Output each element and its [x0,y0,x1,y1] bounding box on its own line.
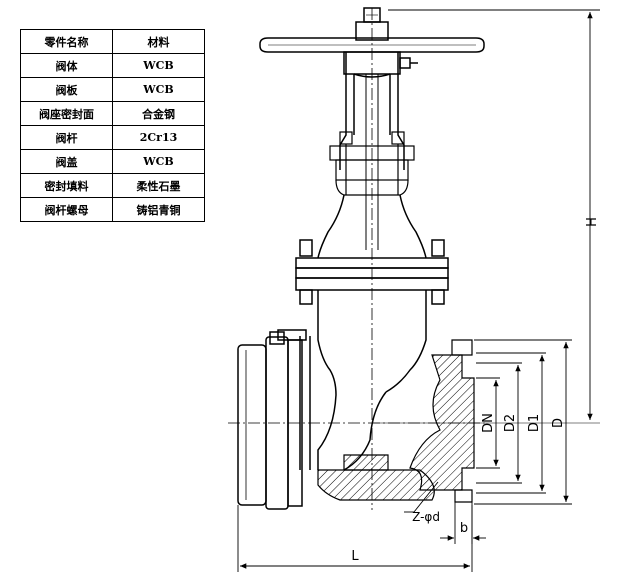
dimension-lines [237,9,600,572]
materials-row: 阀杆 2Cr13 [20,125,205,150]
header-part-name: 零件名称 [20,29,113,54]
dimension-d2-label: D2 [503,414,518,432]
material-cell: 柔性石墨 [112,173,205,198]
material-cell: 铸铝青铜 [112,197,205,222]
part-name-cell: 阀座密封面 [20,101,113,126]
materials-row: 密封填料 柔性石墨 [20,173,205,198]
header-material: 材料 [112,29,205,54]
part-name-cell: 阀杆螺母 [20,197,113,222]
material-cell: WCB [112,77,205,102]
materials-row: 阀板 WCB [20,77,205,102]
part-name-cell: 阀盖 [20,149,113,174]
dimension-dn-label: DN [481,413,496,433]
dimension-d-label: D [551,418,566,428]
materials-row: 阀座密封面 合金钢 [20,101,205,126]
dimension-d1-label: D1 [527,414,542,432]
material-cell: WCB [112,149,205,174]
materials-row: 阀盖 WCB [20,149,205,174]
material-cell: WCB [112,53,205,78]
valve-body [299,290,427,471]
dimension-l-label: L [351,549,359,564]
gland-bolts [329,131,415,196]
centerlines [228,8,485,510]
part-name-cell: 密封填料 [20,173,113,198]
dimension-h-label: H [585,217,600,227]
part-name-cell: 阀杆 [20,125,113,150]
bonnet [295,194,449,305]
flange-thickness-label: b [460,521,468,536]
materials-table: 零件名称 材料 阀体 WCB 阀板 WCB 阀座密封面 合金钢 阀杆 2Cr13… [20,29,205,222]
material-cell: 合金钢 [112,101,205,126]
material-cell: 2Cr13 [112,125,205,150]
handwheel [259,7,485,53]
materials-header-row: 零件名称 材料 [20,29,205,54]
dimension-labels: H L DN D2 D1 D Z-φd b [351,217,600,564]
left-flange [237,329,307,510]
right-body-section [317,339,475,503]
bolt-hole-label: Z-φd [412,510,440,524]
valve-stem [365,74,379,250]
materials-row: 阀杆螺母 铸铝青铜 [20,197,205,222]
yoke [339,51,418,170]
